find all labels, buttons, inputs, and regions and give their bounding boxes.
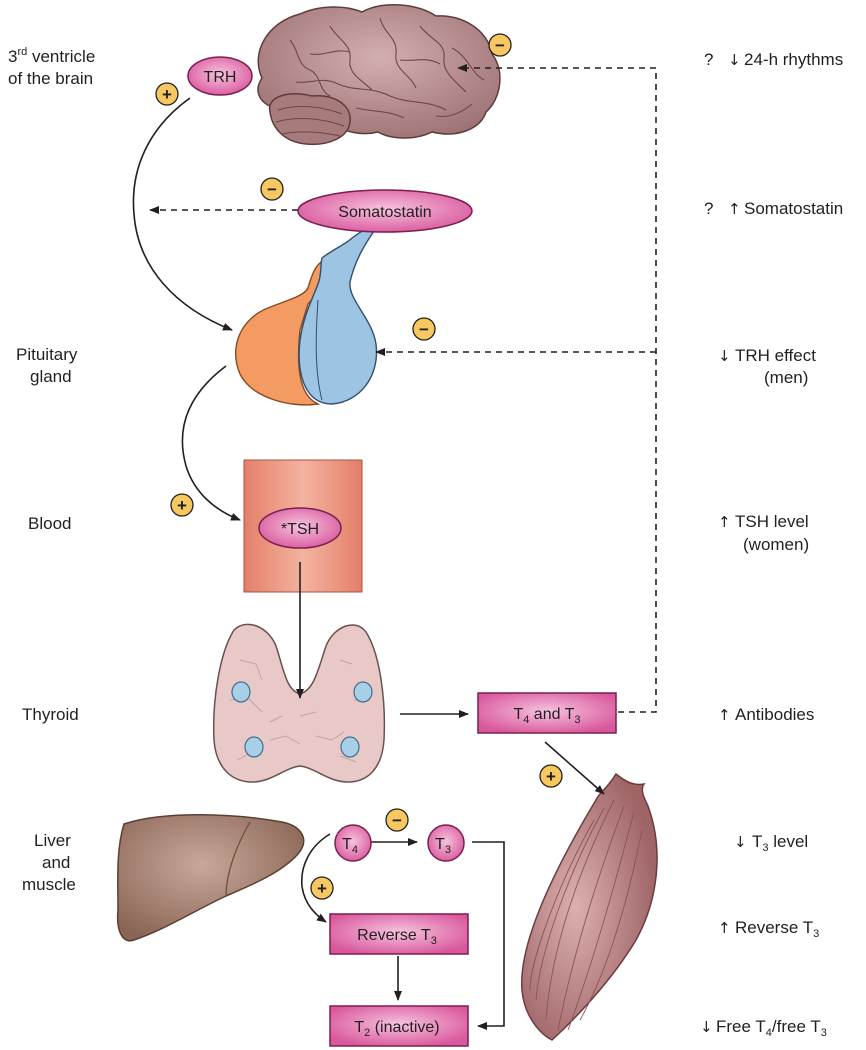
node-t4-circle: T4 [334, 824, 372, 862]
svg-text:+: + [177, 496, 187, 515]
reverse-t3-label: Reverse T3 [357, 927, 437, 947]
svg-text:↑: ↑ [718, 513, 731, 531]
svg-text:↑: ↑ [728, 200, 741, 218]
node-t4-and-t3: T4 and T3 [477, 692, 617, 734]
svg-text:Antibodies: Antibodies [735, 705, 814, 724]
plus-sign-trh: + [155, 82, 179, 106]
svg-text:?: ? [704, 50, 713, 69]
pituitary-label-line2: gland [30, 367, 72, 386]
arrow-t4t3-to-muscle [544, 741, 605, 795]
svg-text:+: + [162, 85, 172, 104]
svg-text:↑: ↑ [718, 919, 731, 937]
effect-antibodies: ↑ Antibodies [718, 705, 814, 724]
liver-label-line2: and [42, 853, 70, 872]
blood-label: Blood [28, 514, 71, 533]
plus-sign-tsh: + [170, 493, 194, 517]
arrow-pituitary-to-blood [181, 365, 241, 521]
ventricle-label-line2: of the brain [8, 69, 93, 88]
svg-text:+: + [546, 767, 556, 786]
svg-text:TRH effect: TRH effect [735, 346, 816, 365]
node-trh: TRH [187, 56, 253, 96]
svg-text:−: − [392, 811, 402, 830]
svg-text:−: − [419, 320, 429, 339]
liver-illustration [116, 813, 305, 942]
svg-text:↑: ↑ [718, 706, 731, 724]
effect-t3-level: ↓ T3 level [734, 832, 808, 854]
pituitary-illustration [235, 220, 382, 406]
thyroid-follicle-lower-left [244, 736, 264, 758]
effect-24h-rhythms: ? ↓ 24-h rhythms [704, 50, 843, 69]
pituitary-label-line1: Pituitary [16, 345, 78, 364]
plus-sign-muscle: + [539, 764, 563, 788]
effect-reverse-t3: ↑ Reverse T3 [718, 918, 819, 940]
left-labels: 3rd ventricle of the brain Pituitary gla… [8, 46, 95, 894]
trh-label: TRH [204, 69, 237, 86]
right-effects: ? ↓ 24-h rhythms ? ↑ Somatostatin ↓ TRH … [700, 50, 843, 1039]
svg-text:24-h rhythms: 24-h rhythms [744, 50, 843, 69]
thyroid-follicle-upper-right [353, 681, 373, 703]
svg-text:?: ? [704, 199, 713, 218]
minus-sign-brain: − [488, 33, 512, 57]
feedback-to-brain [457, 64, 657, 713]
svg-text:+: + [317, 879, 327, 898]
node-somatostatin: Somatostatin [297, 189, 473, 233]
node-tsh: *TSH [258, 507, 342, 549]
liver-label-line3: muscle [22, 875, 76, 894]
effect-somatostatin: ? ↑ Somatostatin [704, 199, 843, 218]
effect-free-t4-t3: ↓ Free T4/free T3 [700, 1017, 827, 1039]
effect-tsh: ↑ TSH level (women) [718, 512, 809, 554]
t3-circle-label: T3 [435, 836, 451, 856]
solid-arrows [132, 97, 605, 1030]
t2-inactive-label: T2 (inactive) [354, 1019, 439, 1039]
svg-text:↓: ↓ [728, 51, 741, 69]
svg-text:↓: ↓ [734, 833, 747, 851]
svg-text:Reverse T3: Reverse T3 [735, 918, 819, 940]
somatostatin-label: Somatostatin [338, 204, 431, 221]
node-reverse-t3: Reverse T3 [329, 913, 469, 955]
thyroid-illustration [212, 623, 386, 783]
node-t3-circle: T3 [427, 824, 465, 862]
t4-and-t3-label: T4 and T3 [513, 706, 580, 726]
arrow-trh-to-pituitary [132, 97, 233, 331]
svg-text:−: − [267, 180, 277, 199]
minus-sign-deiodinase: − [385, 808, 409, 832]
liver-label-line1: Liver [34, 831, 71, 850]
svg-text:T3 level: T3 level [752, 832, 808, 854]
plus-sign-reverse-t3: + [310, 876, 334, 900]
svg-text:TSH level: TSH level [735, 512, 809, 531]
svg-text:↓: ↓ [700, 1018, 713, 1036]
svg-text:Free T4/free T3: Free T4/free T3 [716, 1017, 827, 1039]
svg-text:Somatostatin: Somatostatin [744, 199, 843, 218]
effect-trh: ↓ TRH effect (men) [718, 346, 816, 387]
brain-illustration [257, 4, 501, 146]
node-t2-inactive: T2 (inactive) [329, 1005, 469, 1047]
svg-text:(men): (men) [764, 368, 808, 387]
thyroid-label: Thyroid [22, 705, 79, 724]
t4-circle-label: T4 [342, 836, 358, 856]
signs: + − − − + + − + [155, 33, 563, 900]
arrow-t4-to-reverse-t3 [300, 833, 331, 923]
svg-text:−: − [495, 36, 505, 55]
minus-sign-somatostatin: − [260, 177, 284, 201]
svg-text:↓: ↓ [718, 347, 731, 365]
thyroid-follicle-upper-left [231, 681, 251, 703]
tsh-label: *TSH [281, 521, 319, 538]
svg-text:(women): (women) [743, 535, 809, 554]
minus-sign-pituitary: − [412, 317, 436, 341]
dashed-feedback-arrows [149, 64, 657, 713]
arrow-t3-to-t2 [472, 841, 505, 1030]
muscle-illustration [521, 772, 658, 1041]
ventricle-label-line1: 3rd ventricle [8, 46, 95, 66]
thyroid-follicle-lower-right [340, 736, 360, 758]
